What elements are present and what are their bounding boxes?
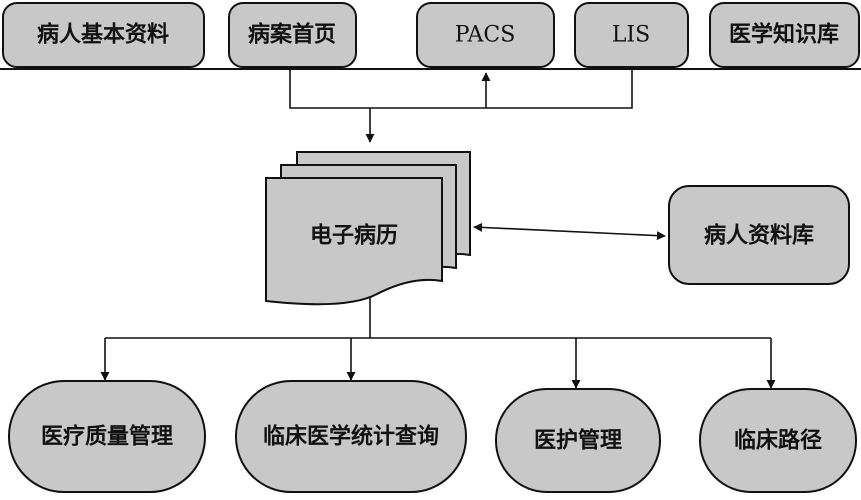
top-connector-line	[289, 69, 633, 109]
top-box-label: PACS	[455, 23, 516, 48]
bottom-box-nursing-management: 医护管理	[495, 388, 661, 493]
bottom-box-clinical-statistics-query: 临床医学统计查询	[235, 380, 467, 493]
top-box-case-home-page: 病案首页	[228, 2, 357, 68]
top-box-patient-basic-info: 病人基本资料	[2, 2, 205, 68]
emr-document-stack: 电子病历	[265, 151, 471, 306]
top-box-medical-knowledge-base: 医学知识库	[709, 2, 860, 68]
bottom-box-medical-quality-management: 医疗质量管理	[8, 380, 206, 493]
patient-database-box: 病人资料库	[668, 185, 850, 285]
top-box-pacs: PACS	[416, 2, 555, 68]
top-box-label: 医学知识库	[729, 22, 839, 48]
bottom-box-clinical-pathway: 临床路径	[699, 388, 857, 493]
emr-label: 电子病历	[310, 223, 398, 249]
bottom-box-label: 医疗质量管理	[41, 424, 173, 450]
top-box-lis: LIS	[574, 2, 689, 68]
top-box-label: 病案首页	[248, 22, 336, 48]
patient-database-label: 病人资料库	[704, 223, 814, 249]
bottom-box-label: 临床医学统计查询	[263, 424, 439, 450]
emr-database-arrow	[473, 222, 666, 241]
bottom-box-label: 医护管理	[534, 428, 622, 454]
bottom-box-label: 临床路径	[734, 428, 822, 454]
top-box-label: LIS	[612, 23, 650, 48]
top-box-label: 病人基本资料	[37, 22, 169, 48]
